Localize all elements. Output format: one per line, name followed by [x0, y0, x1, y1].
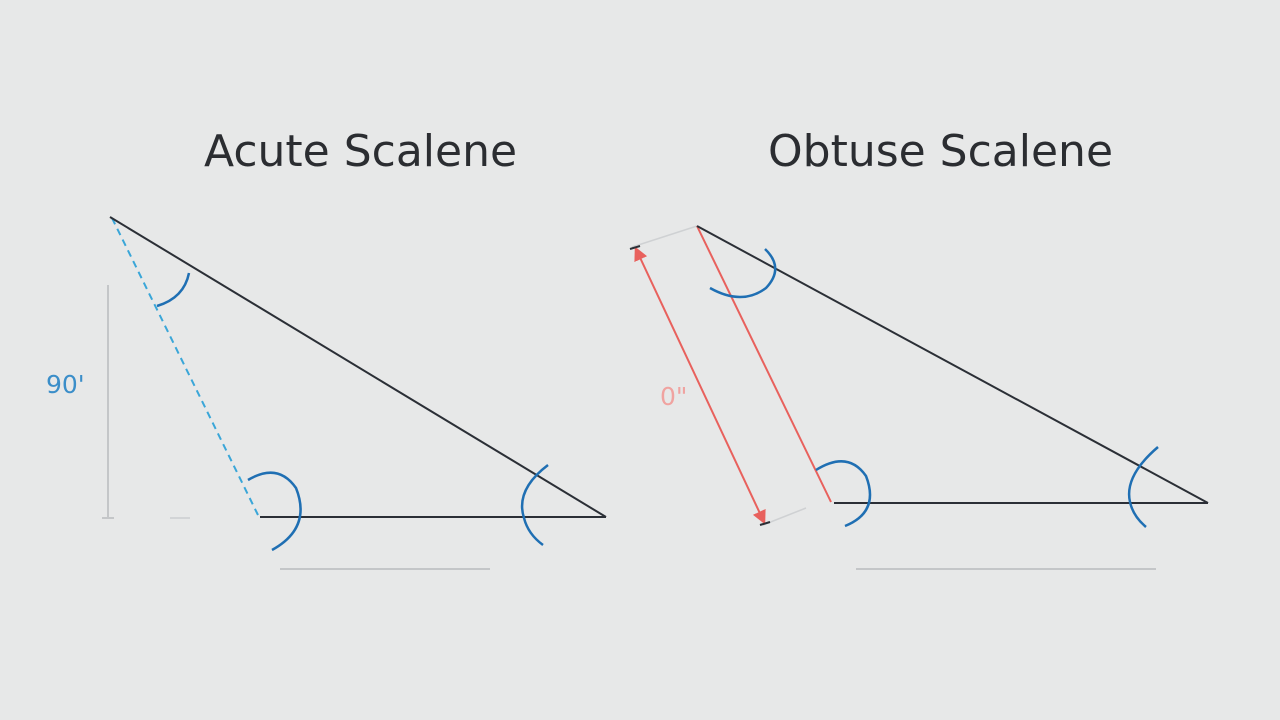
right-height-arrow: [634, 246, 766, 525]
right-bottom-extension: [762, 507, 807, 526]
left-hypotenuse: [109, 216, 607, 518]
right-obtuse-angle-arc: [815, 460, 872, 528]
right-red-side: [696, 225, 832, 503]
right-arrow-cap-top: [629, 245, 641, 250]
right-right-angle-arc: [1127, 446, 1159, 528]
acute-scalene-figure: 90': [46, 216, 607, 570]
left-right-angle-arc: [520, 464, 549, 547]
right-top-side: [696, 225, 1209, 504]
obtuse-scalene-figure: 0": [629, 225, 1209, 570]
left-base-angle-arc: [247, 471, 302, 552]
right-arrow-cap-bottom: [759, 521, 771, 526]
right-height-label: 0": [660, 382, 687, 411]
left-top-angle-arc: [156, 272, 191, 308]
obtuse-scalene-title: Obtuse Scalene: [768, 126, 1114, 177]
right-top-angle-arc: [709, 248, 777, 299]
right-top-extension: [631, 225, 698, 248]
acute-scalene-title: Acute Scalene: [204, 126, 518, 177]
left-height-label: 90': [46, 370, 85, 399]
